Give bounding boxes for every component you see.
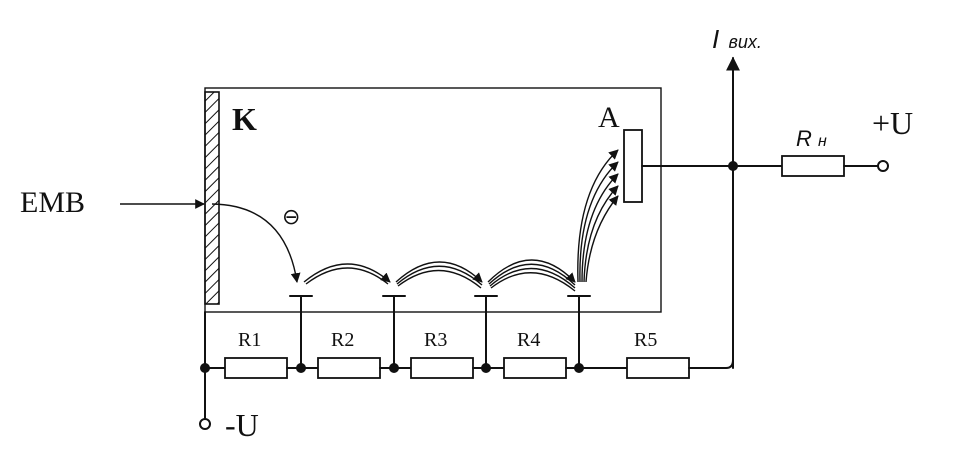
minus-supply-label: -U [225, 407, 259, 443]
resistor-r3-label: R3 [424, 329, 447, 351]
junction-d3 [481, 363, 491, 373]
electron-arcs-d1-d2 [303, 263, 391, 285]
resistor-r1-label: R1 [238, 329, 261, 351]
electron-arcs-d2-d3 [395, 261, 483, 289]
dynode-2 [382, 295, 406, 369]
load-resistor [781, 155, 845, 177]
junction-d1 [296, 363, 306, 373]
electron-arcs-d3-d4 [487, 259, 576, 292]
resistor-r1 [224, 357, 288, 379]
output-current-label: I вих. [712, 24, 762, 54]
anode [623, 129, 643, 203]
anode-label: A [598, 101, 620, 134]
input-label: EMB [20, 186, 85, 219]
electron-label: ⊖ [282, 204, 300, 229]
resistor-r3 [410, 357, 474, 379]
resistor-r4 [503, 357, 567, 379]
dynode-1 [289, 295, 313, 369]
junction-d2 [389, 363, 399, 373]
resistor-r2 [317, 357, 381, 379]
dynode-3 [474, 295, 498, 369]
plus-supply-label: +U [872, 105, 913, 141]
electron-paths-d4-anode [577, 149, 619, 283]
resistor-r5 [626, 357, 690, 379]
junction-d4 [574, 363, 584, 373]
load-resistor-label: R н [796, 126, 827, 151]
photocathode [204, 91, 220, 305]
resistor-r4-label: R4 [517, 329, 540, 351]
cathode-label: K [232, 101, 257, 137]
resistor-r2-label: R2 [331, 329, 354, 351]
dynode-4 [567, 295, 591, 369]
plus-supply-terminal [877, 160, 889, 172]
resistor-r5-label: R5 [634, 329, 657, 351]
electron-path-cathode-d1 [211, 203, 301, 283]
minus-supply-terminal [199, 418, 211, 430]
